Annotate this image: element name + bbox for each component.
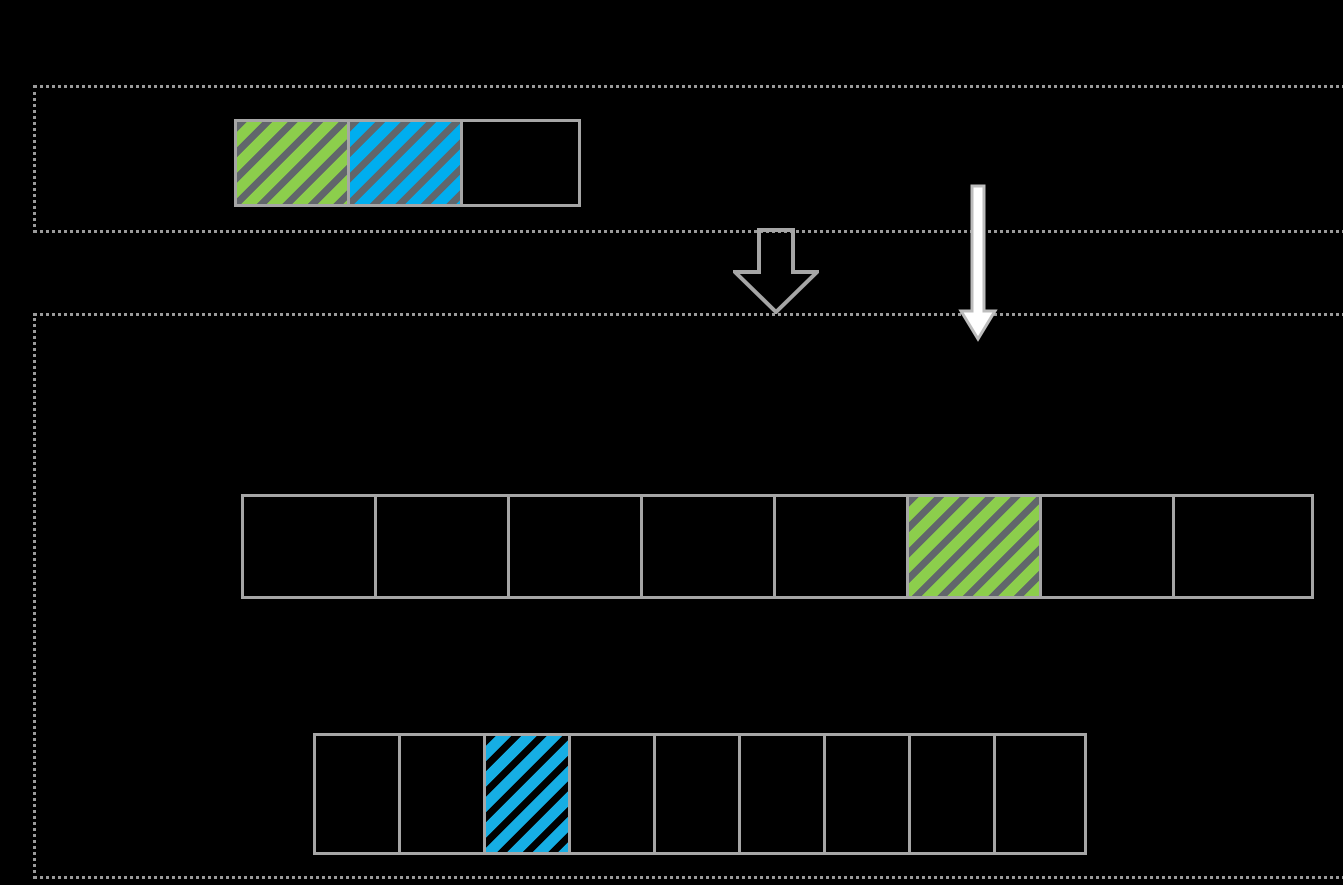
source-cell-1-blue[interactable] xyxy=(350,122,463,204)
target-lower-cell-0[interactable] xyxy=(316,736,401,852)
target-upper-cell-2[interactable] xyxy=(510,497,643,596)
source-cell-0-green[interactable] xyxy=(237,122,350,204)
target-lower-cell-2-blue[interactable] xyxy=(486,736,571,852)
target-lower-row xyxy=(313,733,1087,855)
target-upper-cell-7[interactable] xyxy=(1175,497,1310,596)
target-upper-cell-4[interactable] xyxy=(776,497,909,596)
target-lower-cell-5[interactable] xyxy=(741,736,826,852)
source-cell-2-empty[interactable] xyxy=(463,122,578,204)
target-upper-cell-6[interactable] xyxy=(1042,497,1175,596)
target-upper-row xyxy=(241,494,1314,599)
target-upper-cell-3[interactable] xyxy=(643,497,776,596)
arrow-down-outline-icon xyxy=(733,228,819,314)
target-upper-cell-5-green[interactable] xyxy=(909,497,1042,596)
target-lower-cell-6[interactable] xyxy=(826,736,911,852)
target-lower-cell-3[interactable] xyxy=(571,736,656,852)
target-upper-cell-0[interactable] xyxy=(244,497,377,596)
target-lower-cell-1[interactable] xyxy=(401,736,486,852)
source-block-row xyxy=(234,119,581,207)
target-region-container xyxy=(33,313,1343,879)
target-upper-cell-1[interactable] xyxy=(377,497,510,596)
source-region-container xyxy=(33,85,1343,233)
arrow-down-filled-icon xyxy=(958,184,998,342)
target-lower-cell-8[interactable] xyxy=(996,736,1079,852)
target-lower-cell-7[interactable] xyxy=(911,736,996,852)
target-lower-cell-4[interactable] xyxy=(656,736,741,852)
